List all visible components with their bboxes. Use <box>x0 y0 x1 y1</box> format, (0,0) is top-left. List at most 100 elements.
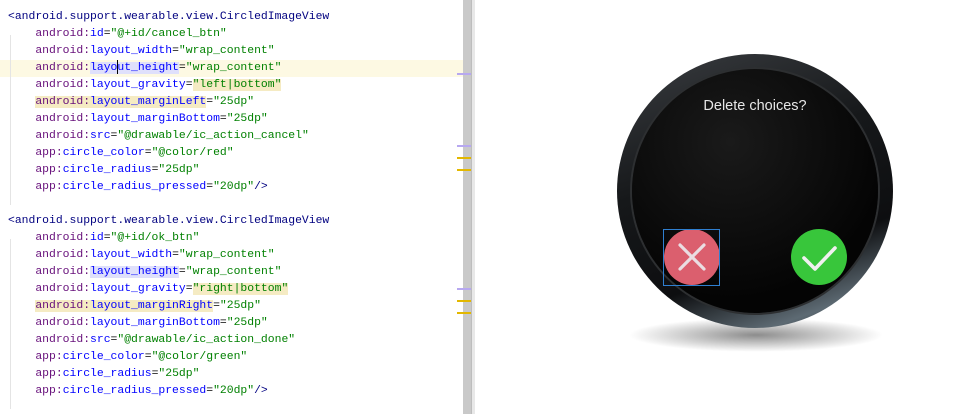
xml-code-editor[interactable]: <android.support.wearable.view.CircledIm… <box>0 0 463 414</box>
warning-marker[interactable] <box>457 300 471 302</box>
dialog-title: Delete choices? <box>703 98 807 114</box>
attribute-name: circle_radius_pressed <box>62 181 207 193</box>
code-line[interactable]: android:layout_width="wrap_content" <box>0 247 463 264</box>
attribute-value: "wrap_content" <box>178 45 275 57</box>
attribute-value: "@+id/ok_btn" <box>110 232 200 244</box>
attribute-namespace: android: <box>35 113 91 125</box>
attribute-name: layout_width <box>90 45 173 57</box>
equals: = <box>103 28 111 40</box>
empty-line[interactable] <box>0 196 463 213</box>
splitter[interactable] <box>471 0 475 414</box>
code-area[interactable]: <android.support.wearable.view.CircledIm… <box>0 9 463 409</box>
code-line[interactable]: <android.support.wearable.view.CircledIm… <box>0 9 463 26</box>
equals: = <box>172 45 179 57</box>
equals: = <box>219 113 227 125</box>
code-line[interactable]: android:layout_width="wrap_content" <box>0 43 463 60</box>
code-line[interactable]: android:layout_gravity="left|bottom" <box>0 77 463 94</box>
code-line[interactable]: android:src="@drawable/ic_action_cancel" <box>0 128 463 145</box>
attribute-value: "@color/red" <box>151 147 234 159</box>
attribute-name: src <box>90 334 111 346</box>
attribute-name: circle_radius_pressed <box>62 385 207 397</box>
attribute-name: layout_gravity <box>90 283 186 295</box>
attribute-namespace: android: <box>35 62 91 75</box>
attribute-namespace: android: <box>35 45 91 57</box>
code-line[interactable]: android:layout_height="wrap_content" <box>0 60 463 77</box>
editor-scrollbar[interactable] <box>463 0 471 414</box>
equals: = <box>206 385 214 397</box>
highlight: android:layout_marginRight <box>35 300 214 312</box>
attribute-namespace: android: <box>35 249 91 261</box>
xml-tag-name: <android.support.wearable.view.CircledIm… <box>8 215 330 227</box>
attribute-namespace: android: <box>35 28 91 40</box>
warning-marker[interactable] <box>457 312 471 314</box>
warning-marker[interactable] <box>457 169 471 171</box>
usage-marker[interactable] <box>457 145 471 147</box>
equals: = <box>144 147 152 159</box>
selection-outline <box>663 229 720 286</box>
check-icon <box>802 246 837 271</box>
attribute-name: circle_color <box>62 147 145 159</box>
equals: = <box>185 79 193 91</box>
code-line[interactable]: app:circle_color="@color/green" <box>0 349 463 366</box>
attribute-name: src <box>90 130 111 142</box>
highlight: android:layout_marginLeft <box>35 96 207 108</box>
equals: = <box>213 300 220 312</box>
code-line[interactable]: android:layout_marginLeft="25dp" <box>0 94 463 111</box>
code-line[interactable]: android:id="@+id/cancel_btn" <box>0 26 463 43</box>
warning-marker[interactable] <box>457 157 471 159</box>
equals: = <box>172 249 179 261</box>
attribute-name: layout_width <box>90 249 173 261</box>
equals: = <box>178 62 186 75</box>
code-line[interactable]: app:circle_color="@color/red" <box>0 145 463 162</box>
attribute-namespace: android: <box>35 96 91 108</box>
equals: = <box>206 96 214 108</box>
equals: = <box>144 351 152 363</box>
cancel-button[interactable] <box>664 229 720 285</box>
attribute-name: layout_marginBottom <box>90 113 220 125</box>
attribute-namespace: android: <box>35 232 91 244</box>
attribute-name: circle_radius <box>62 164 152 176</box>
attribute-namespace: android: <box>35 79 91 91</box>
attribute-name: layout_height <box>90 266 179 278</box>
usage-marker[interactable] <box>457 288 471 290</box>
code-line[interactable]: android:id="@+id/ok_btn" <box>0 230 463 247</box>
attribute-value: "right|bottom" <box>192 283 289 295</box>
code-line[interactable]: android:layout_height="wrap_content" <box>0 264 463 281</box>
tag-close: /> <box>254 181 268 193</box>
code-line[interactable]: android:layout_marginBottom="25dp" <box>0 315 463 332</box>
equals: = <box>178 266 186 278</box>
code-line[interactable]: app:circle_radius="25dp" <box>0 162 463 179</box>
attribute-namespace: android: <box>35 283 91 295</box>
attribute-value: "left|bottom" <box>192 79 282 91</box>
equals: = <box>110 130 118 142</box>
attribute-value: "@color/green" <box>151 351 248 363</box>
equals: = <box>219 317 227 329</box>
equals: = <box>185 283 193 295</box>
usage-marker[interactable] <box>457 73 471 75</box>
attribute-value: "20dp" <box>213 385 255 397</box>
code-line[interactable]: app:circle_radius_pressed="20dp"/> <box>0 179 463 196</box>
attribute-value: "wrap_content" <box>185 62 282 75</box>
code-line[interactable]: android:layout_marginRight="25dp" <box>0 298 463 315</box>
equals: = <box>103 232 111 244</box>
attribute-value: "25dp" <box>213 96 255 108</box>
indent-guide <box>10 35 11 205</box>
attribute-value: "@drawable/ic_action_done" <box>117 334 296 346</box>
code-line[interactable]: android:layout_marginBottom="25dp" <box>0 111 463 128</box>
code-line[interactable]: android:layout_gravity="right|bottom" <box>0 281 463 298</box>
attribute-namespace: android: <box>35 300 91 312</box>
equals: = <box>151 164 159 176</box>
code-line[interactable]: <android.support.wearable.view.CircledIm… <box>0 213 463 230</box>
ok-button[interactable] <box>791 229 847 285</box>
attribute-name: id <box>90 232 104 244</box>
attribute-namespace: app: <box>35 385 63 397</box>
code-line[interactable]: android:src="@drawable/ic_action_done" <box>0 332 463 349</box>
attribute-value: "@drawable/ic_action_cancel" <box>117 130 309 142</box>
xml-tag-name: <android.support.wearable.view.CircledIm… <box>8 11 330 23</box>
attribute-namespace: app: <box>35 181 63 193</box>
code-line[interactable]: app:circle_radius_pressed="20dp"/> <box>0 383 463 400</box>
code-line[interactable]: app:circle_radius="25dp" <box>0 366 463 383</box>
attribute-value: "wrap_content" <box>185 266 282 278</box>
attribute-namespace: android: <box>35 317 91 329</box>
error-stripe <box>457 0 471 414</box>
